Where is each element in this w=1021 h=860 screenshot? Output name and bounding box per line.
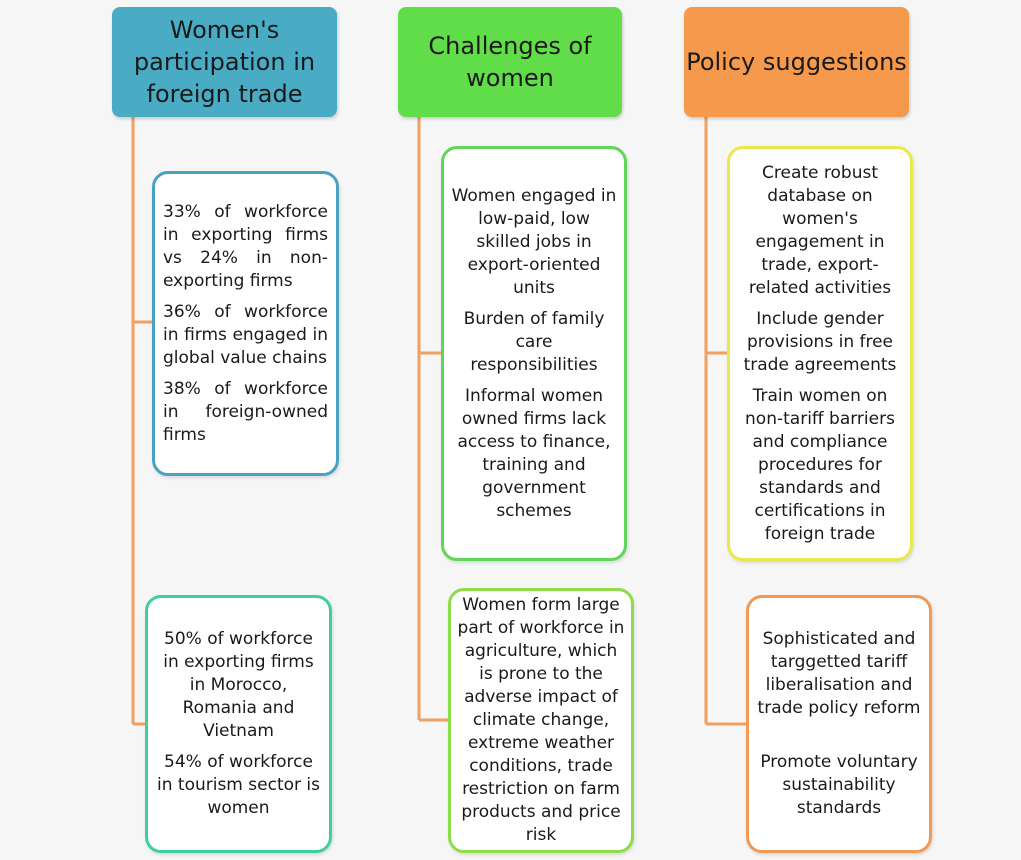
header-label: Women's participation in foreign trade [133,16,316,108]
participation-item: 33% of workforce in exporting firms vs 2… [163,201,328,291]
policy-item: Create robust database on women's engage… [748,162,892,298]
challenges-box-2: Women form large part of workforce in ag… [448,588,634,853]
participation-item: 50% of workforce in exporting firms in M… [163,629,314,741]
header-policy-suggestions: Policy suggestions [684,7,909,117]
participation-item: 38% of workforce in foreign-owned firms [163,378,328,445]
participation-item: 36% of workforce in firms engaged in glo… [163,301,328,368]
challenge-item: Women engaged in low-paid, low skilled j… [451,185,617,298]
participation-box-1: 33% of workforce in exporting firms vs 2… [152,171,339,476]
policy-item: Sophisticated and targgetted tariff libe… [757,629,921,719]
policy-item: Train women on non-tariff barriers and c… [745,385,895,544]
challenges-box-1: Women engaged in low-paid, low skilled j… [441,146,627,561]
participation-item: 54% of workforce in tourism sector is wo… [157,752,320,818]
header-challenges: Challenges of women [398,7,622,117]
header-womens-participation: Women's participation in foreign trade [112,7,337,117]
challenge-item: Informal women owned firms lack access t… [457,385,611,521]
participation-box-2: 50% of workforce in exporting firms in M… [145,595,332,853]
challenge-item: Women form large part of workforce in ag… [457,595,625,845]
policy-item: Include gender provisions in free trade … [743,308,897,375]
header-label: Policy suggestions [686,48,907,76]
header-label: Challenges of women [428,32,592,92]
policy-box-1: Create robust database on women's engage… [727,146,913,561]
policy-item: Promote voluntary sustainability standar… [760,751,918,818]
policy-box-2: Sophisticated and targgetted tariff libe… [746,595,932,853]
challenge-item: Burden of family care responsibilities [463,308,605,375]
